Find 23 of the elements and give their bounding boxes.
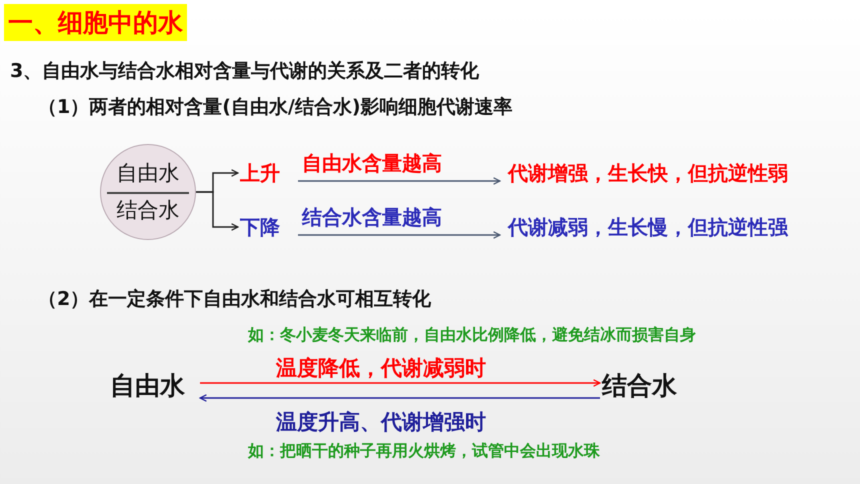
arrow — [298, 231, 501, 239]
water-state-label: 自由水 — [110, 371, 185, 401]
trend-label: 下降 — [240, 214, 280, 240]
result-text: 代谢减弱，生长慢，但抗逆性强 — [508, 214, 788, 240]
subheading: （1）两者的相对含量(自由水/结合水)影响细胞代谢速率 — [38, 95, 513, 120]
arrow — [200, 379, 601, 387]
section-heading: 3、自由水与结合水相对含量与代谢的关系及二者的转化 — [10, 59, 480, 84]
denominator-text: 结合水 — [116, 197, 180, 224]
edge-label: 自由水含量越高 — [302, 150, 442, 177]
example-note: 如：冬小麦冬天来临前，自由水比例降低，避免结冰而损害自身 — [248, 325, 696, 346]
result-text: 代谢增强，生长快，但抗逆性弱 — [508, 160, 788, 186]
arrow — [298, 177, 501, 185]
edge-label: 温度升高、代谢增强时 — [276, 409, 486, 436]
bracket-arrow — [196, 191, 239, 231]
trend-label: 上升 — [240, 160, 280, 186]
subheading: （2）在一定条件下自由水和结合水可相互转化 — [38, 287, 432, 312]
numerator-text: 自由水 — [116, 160, 180, 187]
example-note: 如：把晒干的种子再用火烘烤，试管中会出现水珠 — [248, 441, 600, 462]
title-heading: 一、细胞中的水 — [4, 4, 187, 41]
edge-label: 温度降低，代谢减弱时 — [276, 355, 486, 382]
arrow — [199, 394, 600, 402]
water-state-label: 结合水 — [602, 371, 677, 401]
edge-label: 结合水含量越高 — [302, 204, 442, 231]
